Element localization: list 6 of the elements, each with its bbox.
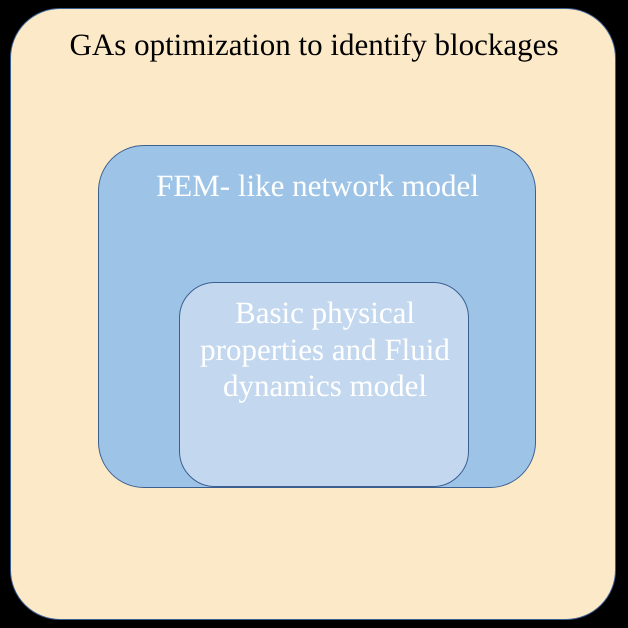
rounded-box <box>98 144 536 488</box>
rounded-box <box>10 8 616 620</box>
box-label: GAs optimization to identify blockages <box>68 27 560 64</box>
rounded-box <box>179 282 469 487</box>
box-label: FEM- like network model <box>155 168 480 204</box>
box-label: Basic physical properties and Fluid dynamics model <box>199 295 451 405</box>
